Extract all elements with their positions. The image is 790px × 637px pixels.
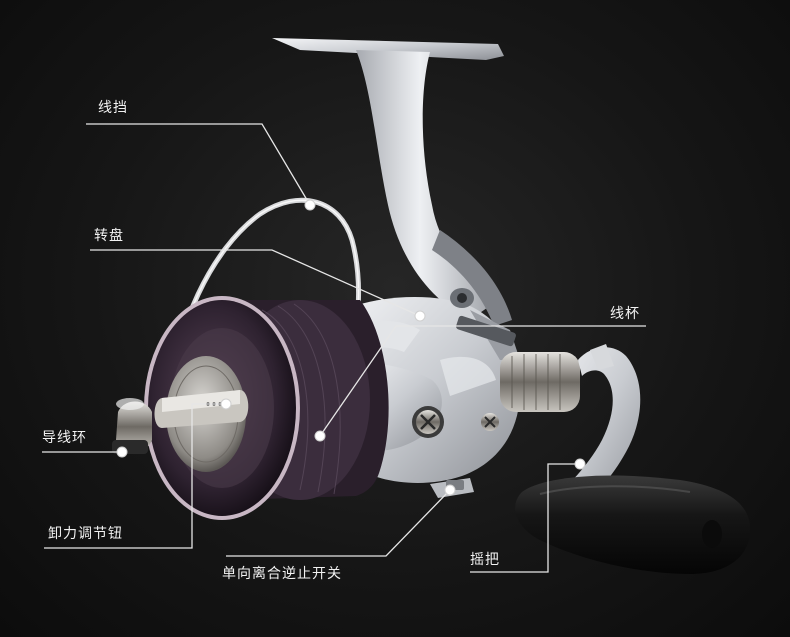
label-spool-cup: 线杯: [610, 306, 640, 322]
callout-dot-anti-reverse: [444, 484, 456, 496]
line-roller: [112, 398, 152, 454]
leader-line-bail: [86, 123, 311, 206]
callout-dot-rotor: [414, 310, 426, 322]
label-rotor: 转盘: [94, 228, 124, 244]
label-line-roller-bail: 线挡: [98, 100, 128, 116]
callout-dot-handle: [574, 458, 586, 470]
label-drag-knob: 卸力调节钮: [48, 526, 123, 542]
reel-foot-and-stem: [272, 38, 512, 326]
label-anti-reverse-switch: 单向离合逆止开关: [222, 566, 342, 582]
leader-line-drag-knob: [44, 403, 226, 549]
callout-dots: [116, 199, 586, 496]
callout-dot-bail: [304, 199, 316, 211]
leader-lines: [42, 123, 646, 573]
callout-dot-drag-knob: [220, 398, 232, 410]
handle-assembly: [500, 344, 751, 574]
leader-line-anti-reverse: [226, 489, 451, 557]
label-handle: 摇把: [470, 552, 500, 568]
label-line-guide: 导线环: [42, 430, 87, 446]
leader-line-rotor: [90, 249, 421, 317]
callout-dot-spool: [314, 430, 326, 442]
callout-dot-line-guide: [116, 446, 128, 458]
leader-line-handle: [470, 463, 580, 573]
leader-line-spool: [319, 325, 646, 437]
